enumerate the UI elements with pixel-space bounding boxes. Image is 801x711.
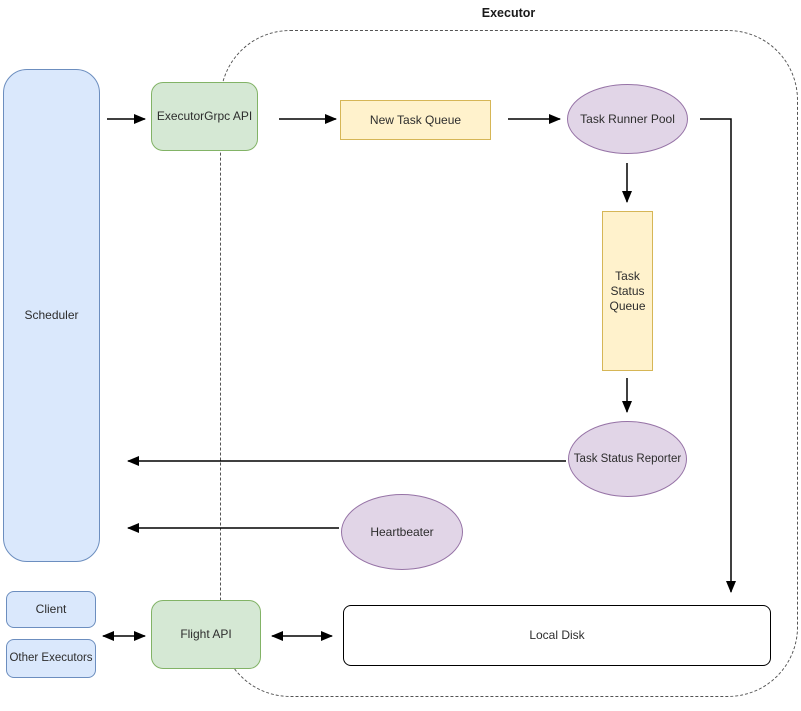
node-scheduler: Scheduler (3, 69, 100, 562)
edge-runnerpool-localdisk (700, 118, 736, 593)
node-executor-grpc-api: ExecutorGrpc API (151, 82, 258, 151)
node-other-executors: Other Executors (6, 639, 96, 678)
node-client: Client (6, 591, 96, 628)
executor-group-label: Executor (481, 6, 536, 20)
node-local-disk: Local Disk (343, 605, 771, 666)
node-task-status-queue: Task Status Queue (602, 211, 653, 371)
node-task-status-reporter: Task Status Reporter (568, 421, 687, 497)
node-new-task-queue: New Task Queue (340, 100, 491, 140)
node-flight-api: Flight API (151, 600, 261, 669)
node-task-runner-pool: Task Runner Pool (567, 84, 688, 154)
executor-boundary (220, 30, 798, 697)
node-heartbeater: Heartbeater (341, 494, 463, 570)
